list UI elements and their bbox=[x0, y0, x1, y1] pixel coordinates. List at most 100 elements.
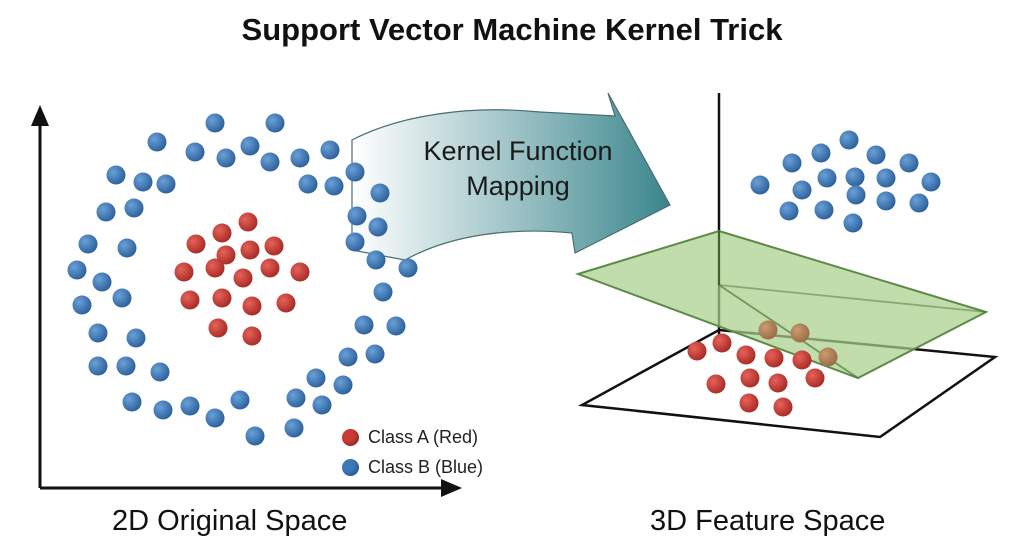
class-b-point bbox=[843, 213, 863, 233]
original-space-caption: 2D Original Space bbox=[112, 505, 348, 537]
class-b-point bbox=[126, 328, 146, 348]
class-b-point bbox=[88, 356, 108, 376]
class-b-point bbox=[354, 315, 374, 335]
class-a-points-3d-behind-plane bbox=[758, 320, 838, 367]
class-b-point bbox=[345, 162, 365, 182]
class-b-point bbox=[782, 153, 802, 173]
class-b-swatch bbox=[342, 458, 359, 476]
class-a-point bbox=[205, 258, 225, 278]
class-a-point bbox=[186, 234, 206, 254]
class-b-point bbox=[150, 362, 170, 382]
class-b-point bbox=[230, 390, 250, 410]
class-a-points-3d bbox=[687, 333, 825, 417]
class-b-point bbox=[750, 175, 770, 195]
class-b-point bbox=[216, 148, 236, 168]
feature-space-3d bbox=[574, 93, 999, 439]
class-a-swatch bbox=[342, 428, 359, 446]
class-b-point bbox=[814, 200, 834, 220]
class-a-point bbox=[792, 350, 812, 370]
class-b-point bbox=[298, 174, 318, 194]
class-b-point bbox=[398, 258, 418, 278]
class-b-point bbox=[240, 136, 260, 156]
class-b-point bbox=[839, 130, 859, 150]
legend: Class A (Red) Class B (Blue) bbox=[342, 422, 483, 482]
class-b-point bbox=[124, 198, 144, 218]
class-a-point bbox=[233, 268, 253, 288]
feature-space-caption: 3D Feature Space bbox=[650, 505, 886, 537]
kernel-mapping-arrow bbox=[351, 92, 671, 261]
class-b-point bbox=[265, 113, 285, 133]
legend-label-class-b: Class B (Blue) bbox=[368, 456, 484, 477]
class-b-point bbox=[88, 323, 108, 343]
class-b-point bbox=[286, 388, 306, 408]
class-a-point bbox=[260, 258, 280, 278]
class-b-point bbox=[92, 272, 112, 292]
class-b-point bbox=[116, 356, 136, 376]
class-a-point bbox=[216, 245, 236, 265]
kernel-mapping-label-line2: Mapping bbox=[466, 171, 570, 201]
class-b-point bbox=[386, 316, 406, 336]
axes-2d bbox=[31, 105, 462, 497]
class-b-point bbox=[324, 176, 344, 196]
class-b-point bbox=[260, 152, 280, 172]
class-b-point bbox=[312, 395, 332, 415]
class-b-points-2d bbox=[67, 113, 418, 446]
class-b-point bbox=[284, 418, 304, 438]
class-b-point bbox=[290, 148, 310, 168]
class-b-point bbox=[180, 396, 200, 416]
class-a-point-behind-plane bbox=[790, 323, 810, 343]
class-a-point bbox=[687, 341, 707, 361]
class-b-point bbox=[365, 344, 385, 364]
class-b-point bbox=[185, 142, 205, 162]
class-b-point bbox=[133, 172, 153, 192]
class-a-point bbox=[805, 368, 825, 388]
class-b-point bbox=[817, 168, 837, 188]
class-b-point bbox=[366, 250, 386, 270]
class-b-point bbox=[333, 375, 353, 395]
class-b-point bbox=[909, 193, 929, 213]
class-b-point bbox=[345, 232, 365, 252]
class-a-point-behind-plane bbox=[818, 347, 838, 367]
class-b-point bbox=[792, 180, 812, 200]
class-a-point-behind-plane bbox=[758, 320, 778, 340]
class-a-point bbox=[212, 288, 232, 308]
class-b-point bbox=[112, 288, 132, 308]
class-b-point bbox=[876, 191, 896, 211]
class-b-point bbox=[866, 145, 886, 165]
class-a-point bbox=[739, 393, 759, 413]
class-b-point bbox=[205, 408, 225, 428]
class-b-point bbox=[373, 282, 393, 302]
class-a-point bbox=[764, 348, 784, 368]
class-b-point bbox=[370, 183, 390, 203]
class-b-point bbox=[96, 202, 116, 222]
diagram-title: Support Vector Machine Kernel Trick bbox=[241, 12, 783, 47]
class-b-points-3d bbox=[750, 130, 941, 233]
class-b-point bbox=[205, 113, 225, 133]
class-a-point bbox=[773, 397, 793, 417]
class-b-point bbox=[72, 295, 92, 315]
class-b-point bbox=[306, 368, 326, 388]
class-b-point bbox=[156, 174, 176, 194]
class-b-point bbox=[122, 392, 142, 412]
class-a-point bbox=[736, 345, 756, 365]
class-b-point bbox=[876, 168, 896, 188]
class-b-point bbox=[921, 172, 941, 192]
class-b-point bbox=[899, 153, 919, 173]
class-b-point bbox=[338, 347, 358, 367]
class-a-point bbox=[712, 333, 732, 353]
class-a-point bbox=[242, 326, 262, 346]
class-a-point bbox=[706, 374, 726, 394]
class-b-point bbox=[153, 400, 173, 420]
class-b-point bbox=[846, 185, 866, 205]
class-a-point bbox=[264, 236, 284, 256]
class-b-point bbox=[67, 260, 87, 280]
class-b-point bbox=[811, 143, 831, 163]
class-b-point bbox=[106, 165, 126, 185]
class-b-point bbox=[779, 201, 799, 221]
class-a-point bbox=[174, 262, 194, 282]
class-a-point bbox=[180, 290, 200, 310]
class-b-point bbox=[845, 167, 865, 187]
legend-item-class-b: Class B (Blue) bbox=[342, 452, 483, 482]
class-a-point bbox=[276, 293, 296, 313]
